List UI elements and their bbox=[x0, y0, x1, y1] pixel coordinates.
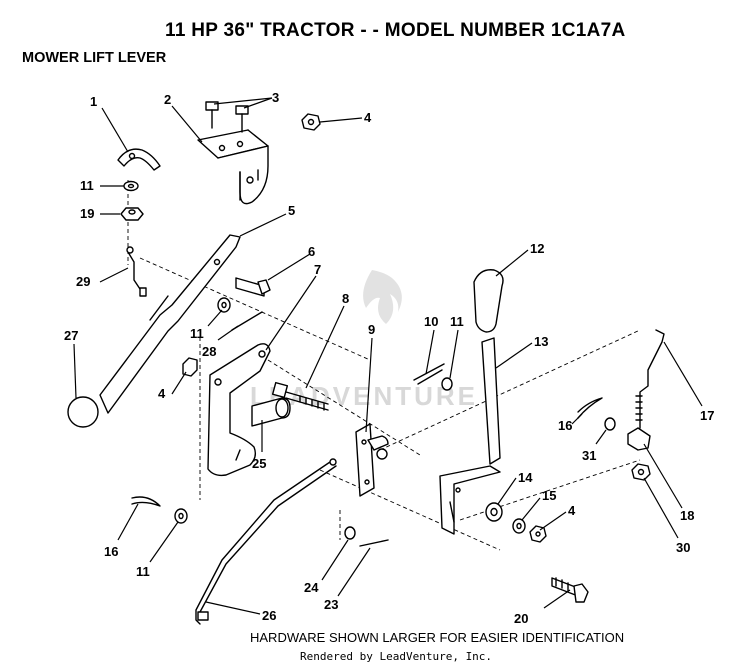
part-24-washer bbox=[344, 526, 356, 540]
part-19-lock-nut bbox=[120, 207, 144, 221]
callout-labels: 1 2 3 4 11 19 5 6 7 29 27 11 28 4 8 9 10… bbox=[64, 90, 714, 626]
callout-4-top: 4 bbox=[364, 110, 372, 125]
callout-1: 1 bbox=[90, 94, 97, 109]
part-31-washer bbox=[604, 417, 616, 431]
part-11-washer-center bbox=[441, 377, 453, 391]
part-30-nut bbox=[631, 463, 651, 481]
part-4-nut-lower bbox=[529, 525, 547, 543]
callout-23: 23 bbox=[324, 597, 338, 612]
part-25-spacer bbox=[251, 397, 291, 427]
callout-29: 29 bbox=[76, 274, 90, 289]
part-4-nut-mid bbox=[182, 357, 198, 377]
part-16-hairpin-left bbox=[131, 496, 161, 507]
callout-18: 18 bbox=[680, 508, 694, 523]
callout-16-left: 16 bbox=[104, 544, 118, 559]
diagram-title: 11 HP 36" TRACTOR - - MODEL NUMBER 1C1A7… bbox=[165, 20, 626, 41]
callout-11-upper: 11 bbox=[80, 178, 94, 193]
callout-20: 20 bbox=[514, 611, 528, 626]
part-20-bolt bbox=[551, 577, 589, 603]
part-5-lift-lever-arm bbox=[99, 234, 241, 414]
part-17-adjust-rod bbox=[635, 329, 665, 429]
callout-15: 15 bbox=[542, 488, 556, 503]
part-23-pin bbox=[359, 539, 389, 547]
part-2-bracket bbox=[197, 129, 269, 205]
callout-3: 3 bbox=[272, 90, 279, 105]
part-9-pivot-bracket bbox=[355, 423, 389, 497]
callout-31: 31 bbox=[582, 448, 596, 463]
part-12-handle-grip bbox=[473, 269, 504, 333]
callout-25: 25 bbox=[252, 456, 266, 471]
callout-11-lower: 11 bbox=[136, 564, 150, 579]
part-16-hairpin-right bbox=[577, 397, 603, 419]
part-29-link bbox=[126, 246, 147, 297]
part-8-bolt bbox=[271, 381, 329, 411]
part-1-clip bbox=[117, 148, 161, 171]
callout-leaders bbox=[73, 97, 703, 615]
callout-7: 7 bbox=[314, 262, 321, 277]
callout-14: 14 bbox=[518, 470, 533, 485]
callout-2: 2 bbox=[164, 92, 171, 107]
part-4-nut-top bbox=[301, 113, 321, 131]
callout-24: 24 bbox=[304, 580, 319, 595]
callout-26: 26 bbox=[262, 608, 276, 623]
part-11-washer-lower bbox=[174, 508, 188, 524]
part-6-shoulder-bolt bbox=[235, 277, 271, 297]
callout-5: 5 bbox=[288, 203, 295, 218]
render-credit: Rendered by LeadVenture, Inc. bbox=[300, 650, 493, 663]
callout-11-mid: 11 bbox=[190, 326, 204, 341]
part-3-bolts bbox=[205, 101, 249, 133]
callout-27: 27 bbox=[64, 328, 78, 343]
part-11-washer-mid bbox=[217, 297, 231, 313]
callout-6: 6 bbox=[308, 244, 315, 259]
callout-11-center: 11 bbox=[450, 314, 464, 329]
part-11-washer-upper bbox=[123, 180, 139, 192]
callout-13: 13 bbox=[534, 334, 548, 349]
part-26-lift-link-rod bbox=[195, 458, 337, 625]
callout-10: 10 bbox=[424, 314, 438, 329]
callout-30: 30 bbox=[676, 540, 690, 555]
callout-8: 8 bbox=[342, 291, 349, 306]
part-13-lift-handle bbox=[439, 337, 501, 535]
callout-4-mid: 4 bbox=[158, 386, 166, 401]
part-27-knob bbox=[67, 396, 99, 428]
callout-17: 17 bbox=[700, 408, 714, 423]
part-14-bushing bbox=[485, 502, 503, 522]
callout-9: 9 bbox=[368, 322, 375, 337]
callout-16-right: 16 bbox=[558, 418, 572, 433]
part-15-washer bbox=[512, 518, 526, 534]
callout-4-lower: 4 bbox=[568, 503, 576, 518]
hardware-note: HARDWARE SHOWN LARGER FOR EASIER IDENTIF… bbox=[250, 630, 625, 645]
callout-19: 19 bbox=[80, 206, 94, 221]
callout-12: 12 bbox=[530, 241, 544, 256]
part-18-trunnion bbox=[627, 427, 651, 451]
alignment-lines bbox=[127, 180, 641, 551]
part-10-cotter-pin bbox=[413, 363, 445, 385]
section-subtitle: MOWER LIFT LEVER bbox=[22, 50, 167, 66]
callout-28: 28 bbox=[202, 344, 216, 359]
